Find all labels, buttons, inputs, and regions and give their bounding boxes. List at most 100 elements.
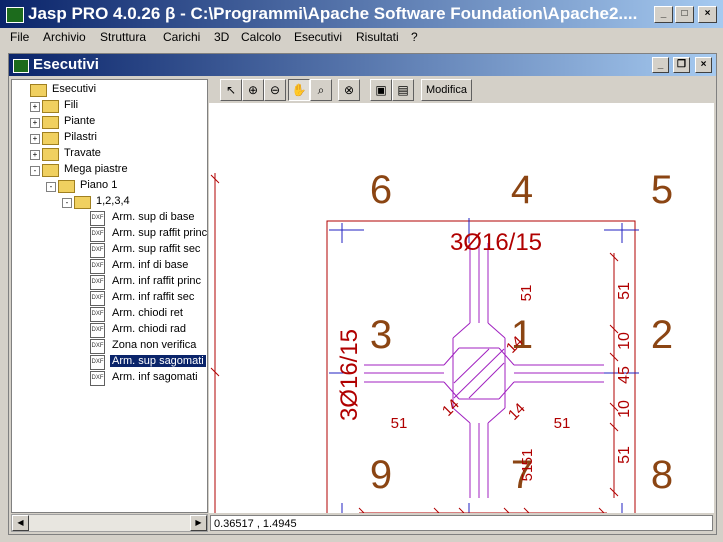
child-window-icon — [13, 59, 29, 73]
close-button[interactable]: × — [698, 6, 717, 23]
pillar-number: 9 — [370, 453, 392, 497]
inner-dimension: 51 — [391, 415, 408, 432]
tree-item-label: Arm. inf raffit sec — [112, 291, 195, 303]
scroll-right-arrow-icon[interactable]: ▶ — [190, 515, 207, 531]
tree-item-label: Arm. sup sagomati — [110, 355, 206, 367]
window-title: Jasp PRO 4.0.26 β - C:\Programmi\Apache … — [28, 4, 638, 23]
inner-dimension: 51 — [519, 465, 536, 482]
dxf-file-icon: DXF — [90, 371, 105, 386]
child-close-button[interactable]: × — [695, 57, 712, 73]
menu-bar: File Archivio Struttura Carichi 3D Calco… — [0, 28, 723, 46]
drawing-canvas[interactable]: 6453129783Ø16/153Ø16/1551104510515110451… — [209, 103, 714, 531]
pillar-number: 8 — [651, 453, 673, 497]
collapse-icon[interactable]: - — [30, 166, 40, 176]
tree-item-label: Arm. chiodi ret — [112, 307, 183, 319]
folder-icon — [30, 84, 47, 97]
tree-item-label: Arm. chiodi rad — [112, 323, 186, 335]
menu-carichi[interactable]: Carichi — [163, 30, 201, 44]
dxf-file-icon: DXF — [90, 355, 105, 370]
right-dimension: 51 — [616, 446, 633, 464]
inner-dimension: 14 — [505, 400, 529, 424]
folder-icon — [42, 116, 59, 129]
menu-file[interactable]: File — [10, 30, 30, 44]
collapse-icon[interactable]: - — [62, 198, 72, 208]
folder-icon — [42, 164, 59, 177]
child-minimize-button[interactable]: _ — [652, 57, 669, 73]
expand-icon[interactable]: + — [30, 134, 40, 144]
modifica-button[interactable]: Modifica — [421, 79, 472, 101]
folder-icon — [42, 148, 59, 161]
app-icon — [6, 7, 24, 23]
folder-icon — [74, 196, 91, 209]
inner-dimension: 51 — [554, 415, 571, 432]
folder-icon — [42, 132, 59, 145]
pillar-number: 1 — [511, 313, 533, 357]
dxf-file-icon: DXF — [90, 211, 105, 226]
esecutivi-window: Esecutivi _ ❐ × Esecutivi + Fili + Piante + Pi… — [8, 53, 717, 535]
zoom-window-icon[interactable]: ⌕ — [310, 79, 332, 101]
menu-3d[interactable]: 3D — [214, 30, 230, 44]
pillar-number: 2 — [651, 313, 673, 357]
pan-hand-icon[interactable]: ✋ — [288, 79, 310, 101]
tree-item-label: 1,2,3,4 — [96, 195, 130, 207]
dxf-file-icon: DXF — [90, 227, 105, 242]
maximize-button[interactable]: □ — [675, 6, 694, 23]
dxf-file-icon: DXF — [90, 323, 105, 338]
tree-item-label: Pilastri — [64, 131, 98, 143]
tree-item-label: Fili — [64, 99, 79, 111]
menu-esecutivi[interactable]: Esecutivi — [294, 30, 343, 44]
tree-item-label: Zona non verifica — [112, 339, 197, 351]
dxf-file-icon: DXF — [90, 275, 105, 290]
tree-horizontal-scrollbar[interactable]: ◀ ▶ — [11, 514, 208, 532]
right-dimension: 51 — [616, 282, 633, 300]
rebar-drawing: 6453129783Ø16/153Ø16/1551104510515110451… — [210, 168, 673, 531]
expand-icon[interactable]: + — [30, 102, 40, 112]
dxf-file-icon: DXF — [90, 291, 105, 306]
menu-risultati[interactable]: Risultati — [356, 30, 399, 44]
scroll-left-arrow-icon[interactable]: ◀ — [12, 515, 29, 531]
zoom-all-icon[interactable]: ⊗ — [338, 79, 360, 101]
dxf-file-icon: DXF — [90, 243, 105, 258]
title-bar: Jasp PRO 4.0.26 β - C:\Programmi\Apache … — [0, 0, 723, 28]
menu-calcolo[interactable]: Calcolo — [241, 30, 282, 44]
tree-item-label: Esecutivi — [52, 83, 97, 95]
folder-icon — [42, 100, 59, 113]
zoom-out-icon[interactable]: ⊖ — [264, 79, 286, 101]
child-title-bar: Esecutivi _ ❐ × — [9, 54, 716, 76]
tree-item-label: Arm. inf raffit princ — [112, 275, 202, 287]
menu-archivio[interactable]: Archivio — [43, 30, 86, 44]
expand-icon[interactable]: + — [30, 118, 40, 128]
collapse-icon[interactable]: - — [46, 182, 56, 192]
tree-view[interactable]: Esecutivi+Fili+Piante+Pilastri+Travate-M… — [11, 79, 208, 513]
tree-item-label: Piante — [64, 115, 96, 127]
tree-item-label: Arm. inf di base — [112, 259, 189, 271]
pillar-number: 3 — [370, 313, 392, 357]
tree-item-label: Arm. inf sagomati — [112, 371, 198, 383]
rebar-top-label: 3Ø16/15 — [450, 229, 542, 256]
zoom-in-icon[interactable]: ⊕ — [242, 79, 264, 101]
child-restore-button[interactable]: ❐ — [673, 57, 690, 73]
tree-item-label: Mega piastre — [64, 163, 128, 175]
menu-struttura[interactable]: Struttura — [100, 30, 147, 44]
dxf-file-icon: DXF — [90, 307, 105, 322]
inner-dimension: 51 — [519, 449, 536, 466]
pillar-number: 6 — [370, 168, 392, 212]
pillar-number: 4 — [511, 168, 533, 212]
rebar-left-label: 3Ø16/15 — [336, 329, 363, 421]
tree-item-label: Arm. sup raffit sec — [112, 243, 201, 255]
folder-icon — [58, 180, 75, 193]
pillar-number: 7 — [511, 453, 533, 497]
minimize-button[interactable]: _ — [654, 6, 673, 23]
menu-help[interactable]: ? — [411, 30, 418, 44]
inner-dimension: 51 — [518, 285, 535, 302]
save-icon[interactable]: ▣ — [370, 79, 392, 101]
pillar-number: 5 — [651, 168, 673, 212]
right-dimension: 10 — [616, 400, 633, 418]
expand-icon[interactable]: + — [30, 150, 40, 160]
right-dimension: 10 — [616, 332, 633, 350]
select-arrow-icon[interactable]: ↖ — [220, 79, 242, 101]
save-as-icon[interactable]: ▤ — [392, 79, 414, 101]
tree-item-label: Arm. sup di base — [112, 211, 195, 223]
dxf-file-icon: DXF — [90, 339, 105, 354]
child-title: Esecutivi — [33, 56, 99, 73]
